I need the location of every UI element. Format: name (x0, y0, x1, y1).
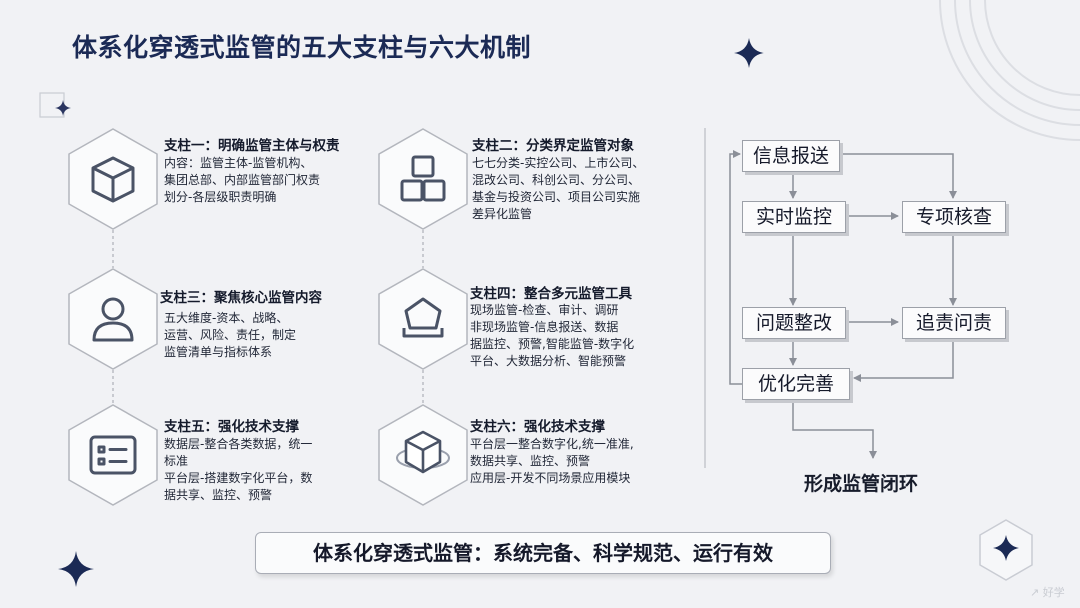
flow-box-accountability: 追责问责 (902, 307, 1006, 339)
pillar-2-line: 基金与投资公司、项目公司实施 (472, 190, 641, 204)
pillar-4-title: 支柱四：整合多元监管工具 (470, 286, 632, 302)
pillar-2-title: 支柱二：分类界定监管对象 (472, 138, 634, 154)
pillar-1-hexagon (68, 128, 158, 230)
pillar-4-line: 现场监管-检查、审计、调研 (470, 303, 619, 317)
pillar-6-line: 应用层-开发不同场景应用模块 (470, 471, 631, 485)
pillar-5-description: 数据层-整合各类数据，统一 标准 平台层-搭建数字化平台，数 据共享、监控、预警 (164, 436, 312, 504)
pillar-1-line: 内容：监管主体-监管机构、 (164, 156, 313, 170)
pillar-1-description: 内容：监管主体-监管机构、 集团总部、内部监管部门权责 划分-各层级职责明确 (164, 155, 320, 206)
flow-box-realtime-monitor: 实时监控 (742, 201, 846, 233)
id-card-icon (89, 435, 137, 475)
pillar-6-title: 支柱六：强化技术支撑 (470, 419, 605, 435)
pillar-6-description: 平台层一整合数字化,统一准准, 数据共享、监控、预警 应用层-开发不同场景应用模… (470, 436, 634, 487)
summary-banner: 体系化穿透式监管：系统完备、科学规范、运行有效 (255, 532, 831, 574)
pillar-3-line: 五大维度-资本、战略、 (164, 311, 289, 325)
pillar-2-hexagon (378, 128, 468, 230)
pillar-2-line: 七七分类-实控公司、上市公司、 (472, 156, 645, 170)
pillar-6-line: 平台层一整合数字化,统一准准, (470, 437, 634, 451)
pillar-5-line: 据共享、监控、预警 (164, 488, 273, 502)
pillar-5-title: 支柱五：强化技术支撑 (164, 419, 299, 435)
page-title: 体系化穿透式监管的五大支柱与六大机制 (72, 33, 532, 62)
pillar-3-line: 监管清单与指标体系 (164, 345, 273, 359)
pillar-4-line: 非现场监管-信息报送、数据 (470, 320, 619, 334)
pillar-2-description: 七七分类-实控公司、上市公司、 混改公司、科创公司、分公司、 基金与投资公司、项… (472, 155, 644, 223)
3d-cube-icon (396, 430, 450, 474)
pillar-2-line: 混改公司、科创公司、分公司、 (472, 173, 641, 187)
pillar-5-line: 数据层-整合各类数据，统一 (164, 437, 313, 451)
pillar-2-line: 差异化监管 (472, 207, 533, 221)
flow-result-label: 形成监管闭环 (804, 473, 919, 495)
pillar-4-line: 据监控、预警,智能监管-数字化 (470, 337, 635, 351)
sparkle-star-icon (58, 551, 94, 587)
flow-box-info-report: 信息报送 (742, 140, 840, 172)
pillar-3-hexagon (68, 268, 158, 370)
flow-box-problem-rectify: 问题整改 (742, 307, 846, 339)
pillar-5-line: 标准 (164, 454, 189, 468)
pillar-3-line: 运营、风险、责任，制定 (164, 328, 297, 342)
flow-box-special-check: 专项核查 (902, 201, 1006, 233)
pillar-3-description: 五大维度-资本、战略、 运营、风险、责任，制定 监管清单与指标体系 (164, 310, 296, 361)
flow-box-optimize: 优化完善 (742, 368, 850, 400)
pillar-4-line: 平台、大数据分析、智能预警 (470, 354, 627, 368)
pillar-1-line: 集团总部、内部监管部门权责 (164, 173, 321, 187)
user-icon (92, 297, 134, 342)
sparkle-star-icon (993, 535, 1019, 561)
pillar-6-line: 数据共享、监控、预警 (470, 454, 591, 468)
pillar-4-hexagon (378, 268, 468, 370)
sparkle-star-icon (734, 38, 764, 68)
pillar-4-description: 现场监管-检查、审计、调研 非现场监管-信息报送、数据 据监控、预警,智能监管-… (470, 302, 634, 370)
stacked-boxes-icon (400, 155, 446, 202)
layers-icon (402, 297, 444, 338)
pillar-6-hexagon (378, 404, 468, 506)
pillar-1-line: 划分-各层级职责明确 (164, 190, 277, 204)
cube-outline-icon (91, 156, 135, 203)
pillar-5-hexagon (68, 404, 158, 506)
pillar-5-line: 平台层-搭建数字化平台，数 (164, 471, 313, 485)
pillar-1-title: 支柱一：明确监管主体与权责 (164, 138, 340, 154)
pillar-3-title: 支柱三：聚焦核心监管内容 (160, 290, 322, 306)
small-sparkle-icon (55, 100, 71, 116)
watermark: ↗ 好学 (1030, 586, 1065, 599)
